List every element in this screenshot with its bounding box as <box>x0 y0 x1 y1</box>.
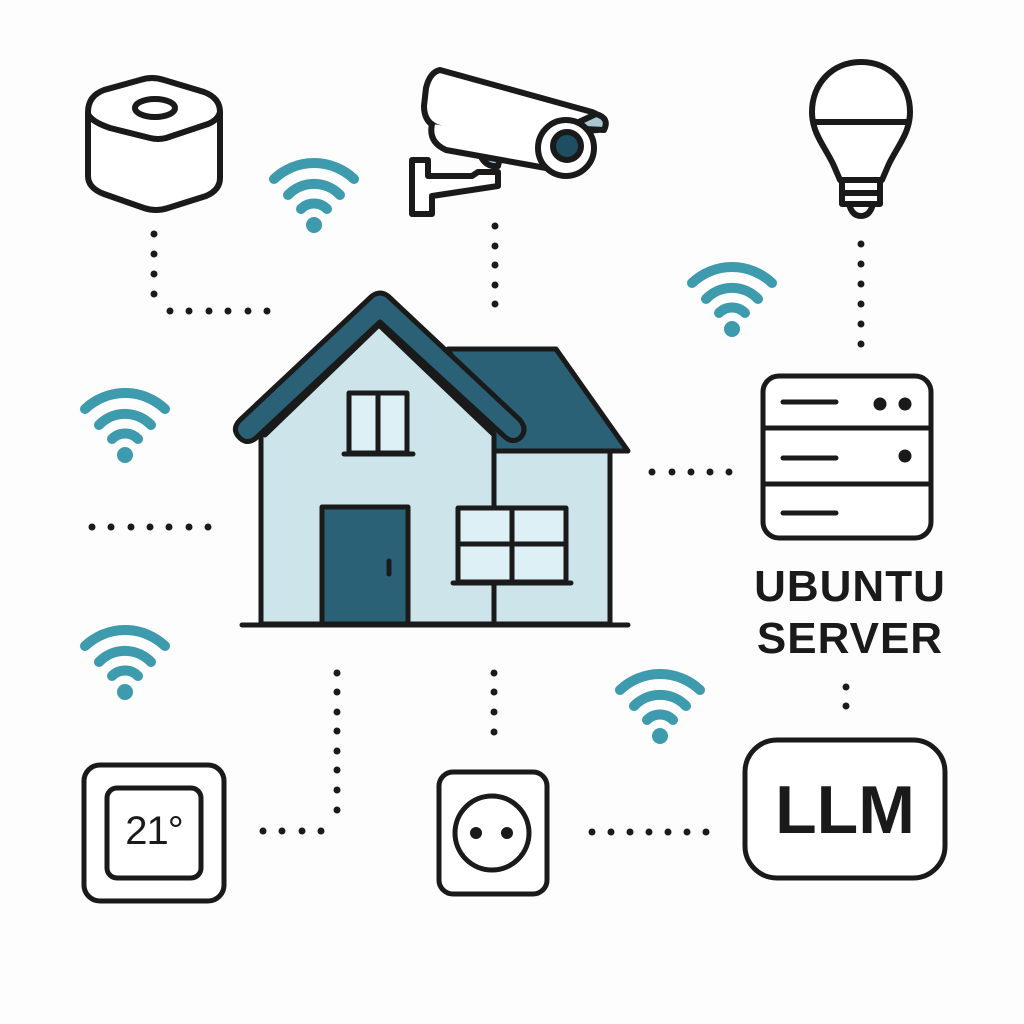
thermostat-temperature: 21° <box>125 809 184 853</box>
llm-box <box>742 737 948 881</box>
house-icon <box>232 290 631 628</box>
connector-speaker-house <box>150 230 271 315</box>
connector-house-thermostat <box>259 669 341 835</box>
wifi-icon <box>620 674 700 744</box>
connector-house-plug <box>490 669 498 736</box>
power-outlet-icon <box>436 769 550 897</box>
connector-bulb-server <box>857 240 865 348</box>
connector-plug-llm <box>588 828 710 836</box>
wifi-icon <box>692 267 772 337</box>
server-rack-icon <box>760 373 934 541</box>
connector-left-house <box>88 523 212 531</box>
wifi-icon <box>274 163 354 233</box>
connector-camera-house <box>491 222 499 308</box>
connector-lines <box>88 222 865 836</box>
security-camera-icon <box>409 67 609 217</box>
connector-house-server <box>648 468 733 476</box>
server-label-ubuntu: UBUNTU <box>754 562 946 611</box>
llm-label: LLM <box>775 772 915 848</box>
wifi-icon <box>85 630 165 700</box>
smart-speaker-icon <box>85 75 223 213</box>
server-label-server: SERVER <box>756 614 944 663</box>
wifi-icon <box>85 393 165 463</box>
thermostat-icon <box>81 762 227 904</box>
light-bulb-icon <box>809 59 913 219</box>
connector-server-llm <box>842 683 850 710</box>
